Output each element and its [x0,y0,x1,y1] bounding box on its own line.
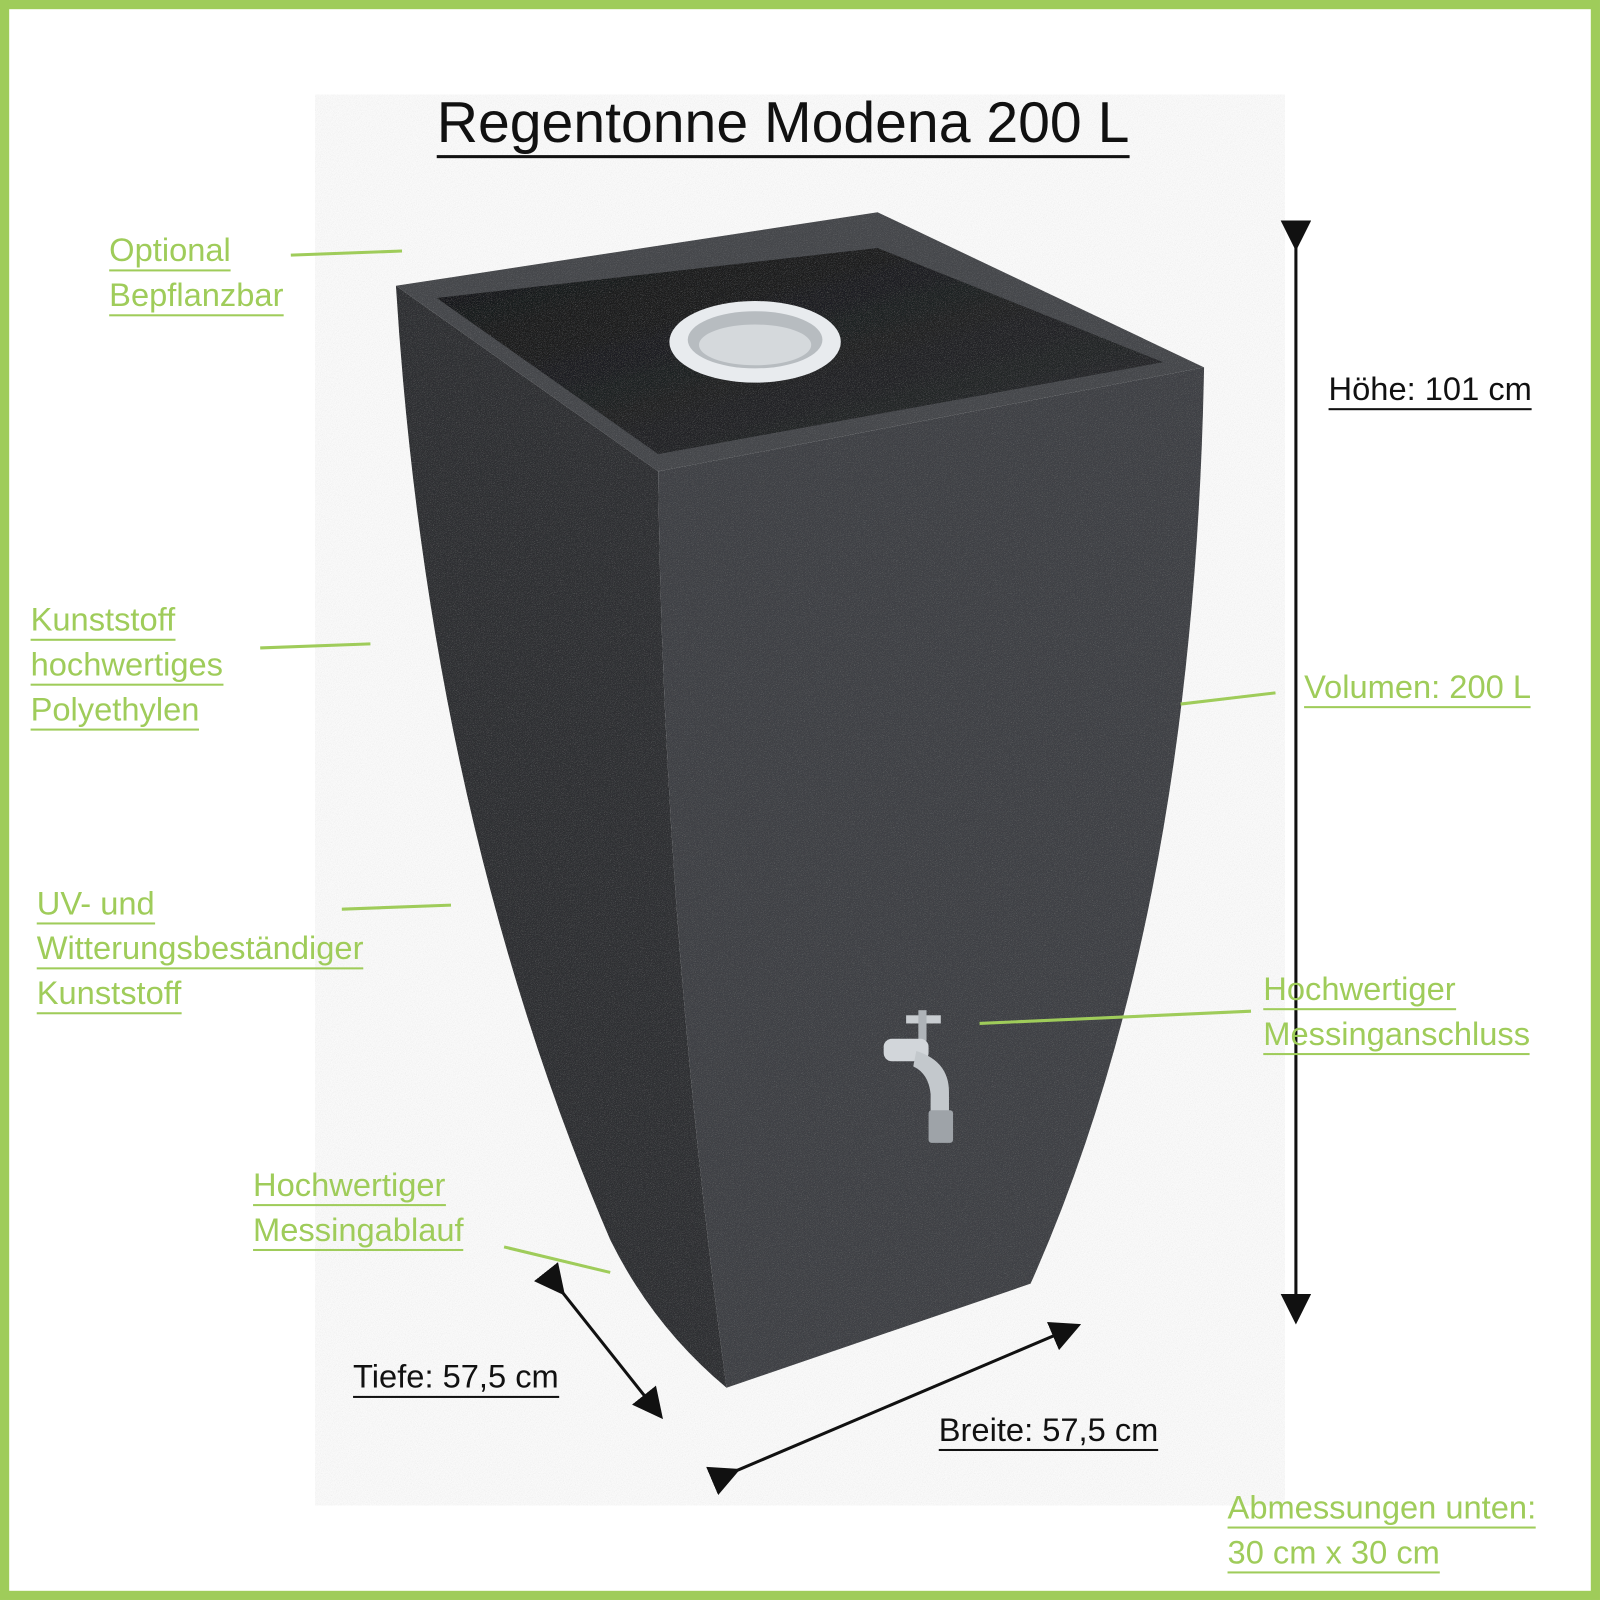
page-title: Regentonne Modena 200 L [436,90,1130,159]
label-height: Höhe: 101 cm [1328,369,1532,414]
label-line: Messinganschluss [1263,1014,1531,1056]
label-line: hochwertiges [30,645,224,686]
label-line: Witterungsbeständiger [36,929,364,970]
label-line: Bepflanzbar [109,276,284,317]
barrel-front-face [658,367,1205,1388]
label-depth: Tiefe: 57,5 cm [353,1357,559,1402]
label-line: Polyethylen [30,690,200,731]
label-line: Breite: 57,5 cm [938,1410,1159,1452]
label-uv-resistant: UV- und Witterungsbeständiger Kunststoff [36,884,364,1019]
label-volume: Volumen: 200 L [1304,667,1531,712]
label-width: Breite: 57,5 cm [938,1410,1159,1455]
label-line: Optional [109,231,231,272]
label-line: Tiefe: 57,5 cm [353,1357,559,1398]
label-optional-plantable: Optional Bepflanzbar [109,231,284,321]
label-tap: Hochwertiger Messinganschluss [1263,969,1531,1059]
label-line: Messingablauf [253,1210,464,1252]
label-base-dimensions: Abmessungen unten: 30 cm x 30 cm [1227,1488,1537,1578]
label-line: 30 cm x 30 cm [1227,1533,1440,1574]
dimension-arrows [534,220,1312,1496]
filter-basket-icon [669,301,841,383]
label-drain: Hochwertiger Messingablauf [253,1165,464,1255]
label-line: Kunststoff [30,600,176,641]
label-line: Volumen: 200 L [1304,667,1531,709]
label-line: UV- und [36,884,155,925]
brass-tap-icon [883,1010,954,1143]
label-material: Kunststoff hochwertiges Polyethylen [30,600,224,735]
label-line: Hochwertiger [1263,969,1456,1011]
barrel [395,212,1205,1388]
label-line: Abmessungen unten: [1227,1488,1537,1529]
label-line: Kunststoff [36,973,182,1015]
label-line: Hochwertiger [253,1165,446,1207]
label-line: Höhe: 101 cm [1328,369,1532,411]
barrel-left-face [395,285,727,1388]
